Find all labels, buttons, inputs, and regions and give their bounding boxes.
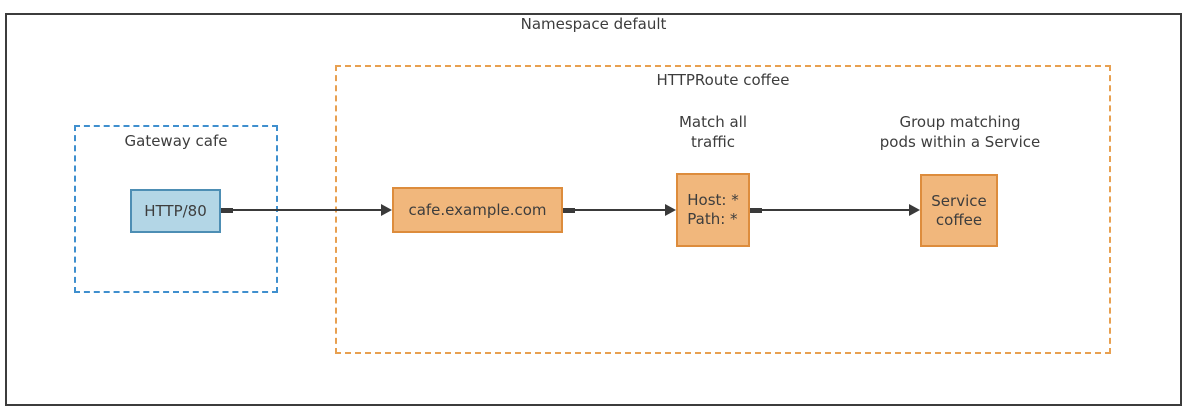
match-annotation-line2: traffic [691,133,735,151]
service-annotation-line2: pods within a Service [879,133,1041,151]
match-node-path-line: Path: * [687,210,738,228]
listener-node-label: HTTP/80 [144,201,207,220]
match-annotation-line1: Match all [678,113,748,131]
match-annotation: Match all traffic [633,112,793,152]
arrow-match-to-service [750,204,920,216]
service-annotation: Group matching pods within a Service [860,112,1060,152]
httproute-group-label: HTTPRoute coffee [656,71,790,89]
arrow-listener-to-hostname [221,204,392,216]
hostname-node: cafe.example.com [392,187,563,233]
listener-node: HTTP/80 [130,189,221,233]
arrow-line [221,208,383,212]
arrowhead-right-icon [909,204,920,216]
service-node: Service coffee [920,174,998,247]
match-node-host-line: Host: * [687,191,739,209]
arrow-line [563,208,667,212]
namespace-title: Namespace default [520,15,667,33]
arrowhead-right-icon [381,204,392,216]
service-node-name-line: coffee [935,210,983,229]
arrow-line [750,208,911,212]
service-annotation-line1: Group matching [899,113,1021,131]
arrowhead-right-icon [665,204,676,216]
hostname-node-label: cafe.example.com [408,200,547,219]
match-node: Host: * Path: * [676,173,750,247]
arrow-hostname-to-match [563,204,676,216]
namespace-box [5,13,1182,406]
gateway-group-label: Gateway cafe [124,132,228,150]
service-node-kind-line: Service [931,191,987,210]
